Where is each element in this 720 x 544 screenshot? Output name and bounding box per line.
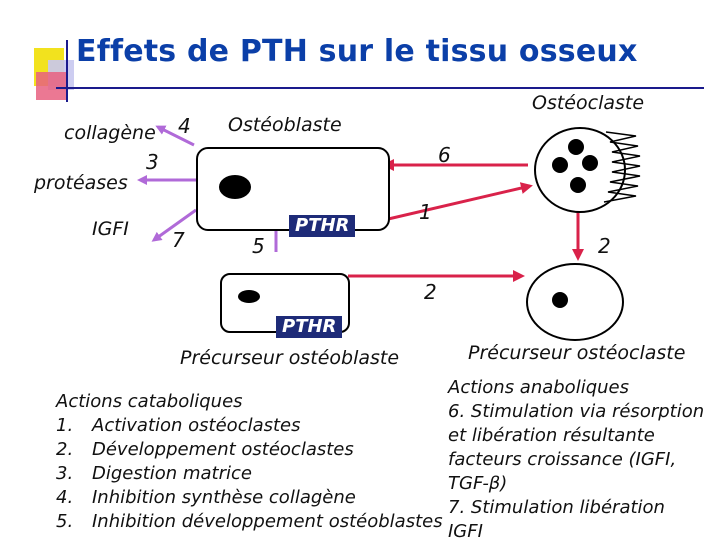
osteoclaste-ruffled-border [603,131,641,203]
number-7: 7 [172,228,185,252]
anabolic-line: facteurs croissance (IGFI, [448,449,677,470]
catabolic-list: Actions cataboliques 1. Activation ostéoc… [56,390,443,534]
anabolic-line: 6. Stimulation via résorption [448,401,705,422]
collagene-label: collagène [64,122,156,144]
osteoclaste-nucleus [582,155,598,171]
precursor-osteoclaste-cell [526,263,624,341]
list-item: 5. Inhibition développement ostéoblastes [56,510,443,534]
proteases-label: protéases [34,172,128,194]
page-title: Effets de PTH sur le tissu osseux [76,34,638,69]
list-item-text: Digestion matrice [92,463,252,484]
list-item: 2. Développement ostéoclastes [56,438,443,462]
number-4: 4 [178,114,191,138]
list-item-number: 1. [56,415,74,436]
list-item-text: Inhibition développement ostéoblastes [92,511,443,532]
title-decoration-pink [36,72,66,100]
number-5: 5 [252,234,265,258]
pthr-label-bottom: PTHR [276,316,343,338]
osteoclaste-nucleus [552,157,568,173]
anabolic-line: Actions anaboliques [448,377,629,398]
arrow-to-igf [151,208,197,242]
arrow-to-collagene [155,125,195,147]
number-2-right: 2 [598,234,611,258]
title-horizontal-rule [56,87,704,89]
number-6: 6 [438,143,451,167]
list-item: 4. Inhibition synthèse collagène [56,486,443,510]
precursor-osteoclaste-nucleus [552,292,568,308]
igf-label: IGFI [92,218,129,240]
precursor-osteoblaste-label: Précurseur ostéoblaste [180,347,400,369]
number-3: 3 [146,150,159,174]
precursor-osteoclaste-label: Précurseur ostéoclaste [468,342,686,364]
title-vertical-rule [66,40,68,102]
osteoblaste-label: Ostéoblaste [228,114,342,136]
list-item-text: Inhibition synthèse collagène [92,487,356,508]
number-1: 1 [419,200,432,224]
osteoblaste-nucleus [219,175,251,199]
list-item: 1. Activation ostéoclastes [56,414,443,438]
osteoclaste-nucleus [568,139,584,155]
osteoclaste-cell [534,127,626,213]
list-item-number: 3. [56,463,74,484]
catabolic-heading: Actions cataboliques [56,391,243,412]
osteoclaste-label: Ostéoclaste [532,92,645,114]
list-item: 3. Digestion matrice [56,462,443,486]
list-item-number: 2. [56,439,74,460]
osteoclaste-nucleus [570,177,586,193]
list-item-number: 4. [56,487,74,508]
anabolic-line: IGFI [448,521,483,542]
anabolic-line: TGF-β) [448,473,508,494]
list-item-text: Développement ostéoclastes [92,439,354,460]
precursor-osteoblaste-nucleus [238,290,260,303]
number-2-center: 2 [424,280,437,304]
anabolic-block: Actions anaboliques 6. Stimulation via r… [448,376,704,544]
list-item-text: Activation ostéoclastes [92,415,301,436]
anabolic-line: 7. Stimulation libération [448,497,665,518]
pthr-label-top: PTHR [289,215,356,237]
list-item-number: 5. [56,511,74,532]
anabolic-line: et libération résultante [448,425,655,446]
